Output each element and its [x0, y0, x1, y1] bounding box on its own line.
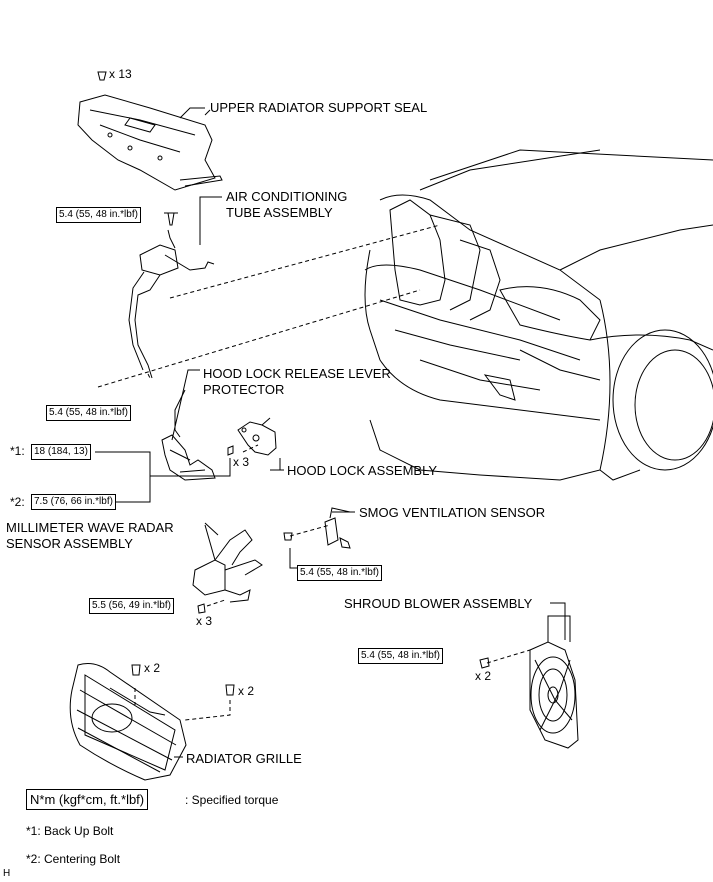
legend-note-back-up-bolt: *1: Back Up Bolt	[26, 824, 114, 838]
torque-centering-bolt: 7.5 (76, 66 in.*lbf)	[31, 494, 116, 510]
millimeter-wave-radar-sensor-drawing	[192, 524, 263, 614]
torque-ac-upper: 5.4 (55, 48 in.*lbf)	[56, 207, 141, 223]
legend-unit-box: N*m (kgf*cm, ft.*lbf)	[26, 789, 149, 810]
label-hood-lock-assembly: HOOD LOCK ASSEMBLY	[287, 463, 438, 478]
air-conditioning-tube-drawing	[128, 212, 215, 379]
qty-hood-lock-bolts: x 3	[233, 455, 250, 469]
torque-shroud-blower: 5.4 (55, 48 in.*lbf)	[358, 648, 443, 664]
label-hood-lock-release-line2: PROTECTOR	[203, 382, 285, 397]
torque-ac-lower: 5.4 (55, 48 in.*lbf)	[46, 405, 131, 421]
bolt-bracket-lines	[95, 451, 281, 503]
label-leader-lines	[164, 107, 566, 758]
marker-back-up-bolt: *1:	[10, 444, 25, 458]
upper-radiator-support-seal-drawing	[77, 71, 223, 191]
torque-back-up-bolt: 18 (184, 13)	[31, 444, 91, 460]
leader-lines-dashed	[97, 224, 531, 721]
legend-unit-desc: : Specified torque	[185, 793, 279, 807]
label-shroud-blower-assembly: SHROUD BLOWER ASSEMBLY	[344, 596, 533, 611]
shroud-blower-assembly-drawing	[479, 615, 579, 749]
qty-shroud-bolts: x 2	[475, 669, 492, 683]
label-radiator-grille: RADIATOR GRILLE	[186, 751, 302, 766]
label-smog-ventilation-sensor: SMOG VENTILATION SENSOR	[359, 505, 546, 520]
label-millimeter-wave-line2: SENSOR ASSEMBLY	[6, 536, 133, 551]
qty-grille-clips-b: x 2	[238, 684, 255, 698]
legend-note-centering-bolt: *2: Centering Bolt	[26, 852, 121, 866]
torque-radar-sensor: 5.5 (56, 49 in.*lbf)	[89, 598, 174, 614]
label-upper-radiator-support-seal: UPPER RADIATOR SUPPORT SEAL	[210, 100, 428, 115]
label-hood-lock-release-line1: HOOD LOCK RELEASE LEVER	[203, 366, 391, 381]
qty-seal-clips: x 13	[109, 67, 132, 81]
label-millimeter-wave-line1: MILLIMETER WAVE RADAR	[6, 520, 174, 535]
qty-radar-bolts: x 3	[196, 614, 213, 628]
hood-lock-release-lever-protector-drawing	[161, 434, 216, 481]
label-air-conditioning-line2: TUBE ASSEMBLY	[226, 205, 333, 220]
radiator-grille-drawing	[69, 663, 235, 781]
marker-centering-bolt: *2:	[10, 495, 25, 509]
label-air-conditioning-line1: AIR CONDITIONING	[226, 189, 348, 204]
smog-ventilation-sensor-drawing	[283, 507, 351, 569]
corner-code: H	[3, 868, 11, 879]
qty-grille-clips-a: x 2	[144, 661, 161, 675]
torque-smog-sensor: 5.4 (55, 48 in.*lbf)	[297, 565, 382, 581]
vehicle-front-illustration	[364, 149, 713, 481]
hood-lock-assembly-drawing	[227, 417, 277, 456]
